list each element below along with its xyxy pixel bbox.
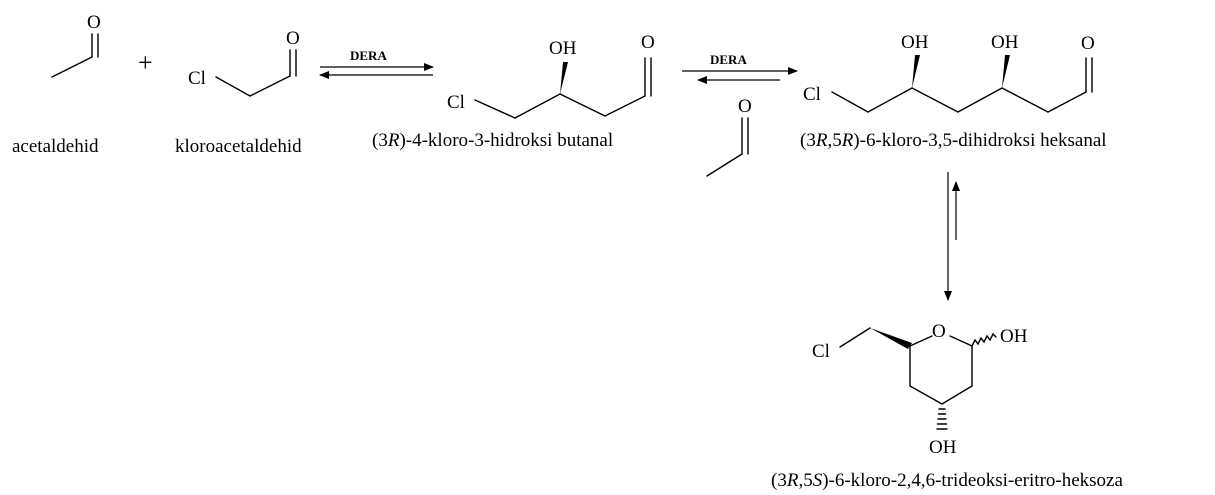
hexose-ring-oxygen: O — [932, 321, 946, 342]
acetaldehyde-oxygen: O — [87, 12, 101, 33]
label-chloroacetaldehyde: kloroacetaldehid — [175, 136, 302, 157]
acetaldehyde-structure: O — [51, 12, 101, 78]
hexanal-oxygen: O — [1081, 33, 1095, 54]
label-hexose: (3R,5S)-6-kloro-2,4,6-trideoksi-eritro-h… — [771, 470, 1123, 491]
enzyme-label-2: DERA — [710, 52, 747, 67]
hexanal-chlorine: Cl — [803, 84, 821, 105]
butanal-chlorine: Cl — [447, 92, 465, 113]
chloroacetaldehyde-structure: Cl O — [188, 28, 300, 97]
hexose-chlorine: Cl — [812, 341, 830, 362]
hexose-ring-hydroxyl: OH — [929, 437, 957, 458]
vertical-equilibrium-arrow — [944, 172, 960, 301]
chloroacetaldehyde-chlorine: Cl — [188, 68, 206, 89]
hexanal-hydroxyl-3: OH — [991, 32, 1019, 53]
label-butanal: (3R)-4-kloro-3-hidroksi butanal — [372, 130, 613, 151]
butanal-oxygen: O — [641, 32, 655, 53]
hexose-anomeric-hydroxyl: OH — [1000, 326, 1028, 347]
equilibrium-arrow-2: DERA — [682, 52, 798, 84]
hexose-ring-structure: Cl O OH OH — [812, 321, 1028, 458]
butanal-structure: Cl OH O — [447, 32, 655, 119]
label-hexanal: (3R,5R)-6-kloro-3,5-dihidroksi heksanal — [800, 130, 1107, 151]
hexanal-structure: Cl OH OH O — [803, 32, 1095, 113]
acetaldehyde-reagent-oxygen: O — [738, 96, 752, 117]
equilibrium-arrow-1: DERA — [319, 48, 434, 79]
chloroacetaldehyde-oxygen: O — [286, 28, 300, 49]
label-acetaldehyde: acetaldehid — [12, 136, 99, 157]
enzyme-label-1: DERA — [350, 48, 387, 63]
butanal-hydroxyl: OH — [549, 38, 577, 59]
plus-sign: + — [138, 48, 153, 77]
hexanal-hydroxyl-5: OH — [901, 32, 929, 53]
acetaldehyde-reagent-structure: O — [706, 96, 752, 177]
